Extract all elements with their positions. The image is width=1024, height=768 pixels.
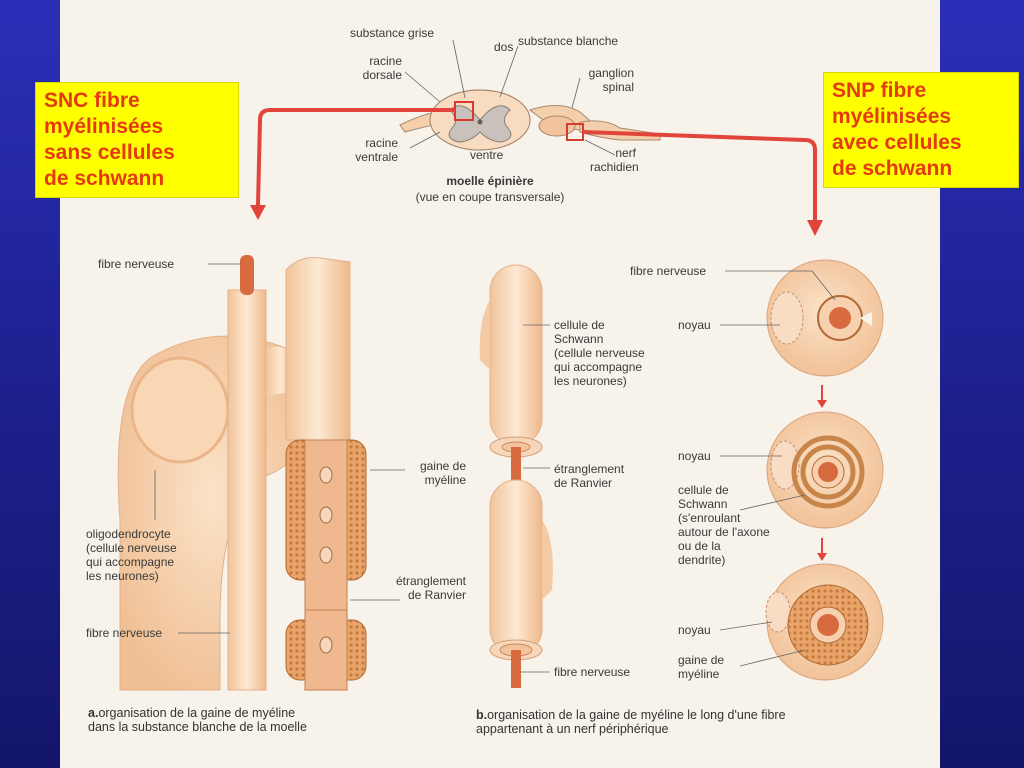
label-c-noyau-2: noyau (678, 449, 711, 463)
callout-snp: SNP fibre myélinisées avec cellules de s… (823, 72, 1019, 188)
caption-b-text: organisation de la gaine de myéline le l… (476, 708, 786, 736)
diagram-drawings (117, 39, 884, 691)
caption-a-text: organisation de la gaine de myéline dans… (88, 706, 307, 734)
caption-a: a.organisation de la gaine de myéline da… (88, 706, 307, 734)
callout-snc: SNC fibre myélinisées sans cellules de s… (35, 82, 239, 198)
label-a-fibre-nerveuse-bottom: fibre nerveuse (86, 626, 163, 640)
textbook-page: substance grise dos substance blanche ra… (60, 0, 940, 768)
label-racine-dorsale: racine dorsale (362, 54, 402, 82)
label-nerf-rachidien: nerf rachidien (590, 146, 639, 174)
panel-b-drawing (479, 264, 553, 688)
caption-b: b.organisation de la gaine de myéline le… (476, 708, 786, 736)
label-c-cellule-schwann: cellule de Schwann (s'enroulant autour d… (678, 483, 770, 567)
label-a-etranglement: étranglement de Ranvier (395, 574, 466, 602)
label-a-oligodendrocyte: oligodendrocyte (cellule nerveuse qui ac… (86, 527, 177, 583)
label-a-fibre-nerveuse-top: fibre nerveuse (98, 257, 175, 271)
label-b-cellule-schwann: cellule de Schwann (cellule nerveuse qui… (554, 318, 645, 388)
label-dos: dos (494, 40, 514, 54)
label-c-noyau-3: noyau (678, 623, 711, 637)
label-c-gaine-myeline: gaine de myéline (678, 653, 725, 681)
panel-a-drawing (117, 255, 405, 691)
spinal-cord-section (250, 39, 823, 236)
label-b-fibre-nerveuse: fibre nerveuse (554, 665, 631, 679)
label-substance-grise: substance grise (350, 26, 435, 40)
label-c-noyau-1: noyau (678, 318, 711, 332)
label-ventre: ventre (470, 148, 504, 162)
label-c-fibre-nerveuse: fibre nerveuse (630, 264, 707, 278)
panel-c-drawing (719, 259, 884, 681)
caption-a-letter: a. (88, 706, 99, 720)
label-a-gaine-myeline: gaine de myéline (419, 459, 466, 487)
label-ganglion-spinal: ganglion spinal (588, 66, 634, 94)
label-b-etranglement: étranglement de Ranvier (554, 462, 625, 490)
spinal-cord-subtitle: (vue en coupe transversale) (415, 190, 565, 204)
label-substance-blanche: substance blanche (518, 34, 619, 48)
caption-b-letter: b. (476, 708, 488, 722)
label-racine-ventrale: racine ventrale (355, 136, 398, 164)
spinal-cord-title: moelle épinière (446, 174, 534, 188)
